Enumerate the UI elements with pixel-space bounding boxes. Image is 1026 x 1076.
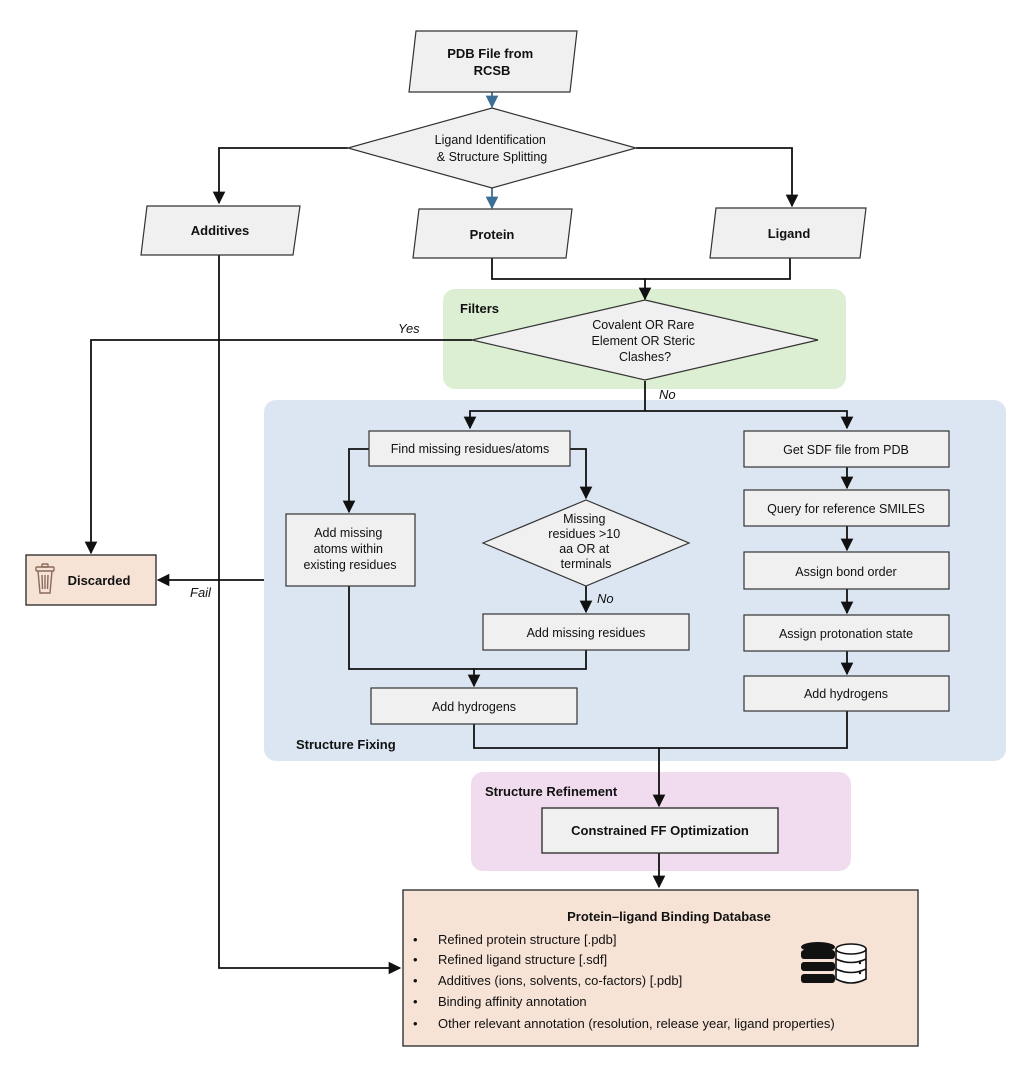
svg-text:Missing residues >10: Missing residues >10 aa OR at terminals [548,512,623,571]
assign-protonation-node: Assign protonation state [743,614,950,652]
database-bullet-2: • [413,952,418,967]
database-stack-solid [801,942,835,983]
missing-residues-diamond: Missing residues >10 aa OR at terminals [481,499,691,587]
ligand-identification-diamond: Ligand Identification & Structure Splitt… [345,107,639,189]
constrained-ff-label: Constrained FF Optimization [571,823,749,838]
assign-protonation-label: Assign protonation state [779,627,913,641]
edge-protein-hydrogens-down [473,724,659,749]
database-list: • Refined protein structure [.pdb] • Ref… [413,932,835,1031]
svg-text:Add missing atoms within: Add missing atoms within existing residu… [303,526,396,572]
edge-ligand-hydrogens-down [652,711,848,808]
structure-fixing-region-label: Structure Fixing [296,737,396,752]
database-item-5: Other relevant annotation (resolution, r… [438,1016,835,1031]
pdb-file-node: PDB File from RCSB [408,30,578,93]
edge-split-to-find-missing [463,410,645,430]
assign-bond-order-node: Assign bond order [743,551,950,590]
edge-label-fail: Fail [190,585,212,600]
ligand-node: Ligand [709,207,867,259]
pdb-file-line-2: RCSB [474,63,511,78]
edge-find-to-add-atoms [342,448,369,514]
filter-check-diamond: Covalent OR Rare Element OR Steric Clash… [471,299,819,381]
filter-check-line-1: Covalent OR Rare [592,318,694,332]
edge-identification-to-ligand [636,147,799,208]
add-hydrogens-ligand-node: Add hydrogens [743,675,950,712]
query-smiles-label: Query for reference SMILES [767,502,925,516]
database-bullet-1: • [413,932,418,947]
edge-add-atoms-down [348,586,474,670]
add-hydrogens-protein-label: Add hydrogens [432,700,516,714]
assign-bond-order-label: Assign bond order [795,565,896,579]
discarded-label: Discarded [68,573,131,588]
database-item-3: Additives (ions, solvents, co-factors) [… [438,973,682,988]
additives-label: Additives [191,223,250,238]
find-missing-node: Find missing residues/atoms [368,430,571,467]
add-atoms-line-2: atoms within [314,542,384,556]
edge-label-no-filters: No [659,387,676,402]
discarded-node: Discarded [25,554,157,606]
get-sdf-node: Get SDF file from PDB [743,430,950,468]
find-missing-label: Find missing residues/atoms [391,442,549,456]
add-missing-residues-label: Add missing residues [527,626,646,640]
protein-node: Protein [412,208,573,259]
add-atoms-line-1: Add missing [314,526,382,540]
edge-label-no-residues: No [597,591,614,606]
database-bullet-5: • [413,1016,418,1031]
database-title: Protein–ligand Binding Database [567,909,771,924]
identification-line-2: & Structure Splitting [437,150,548,164]
edge-protein-to-filters [491,258,645,280]
database-icon [801,942,867,984]
add-hydrogens-ligand-label: Add hydrogens [804,687,888,701]
svg-text:PDB File from RCSB: PDB File from RCSB [447,46,537,78]
database-bullet-3: • [413,973,418,988]
protein-label: Protein [470,227,515,242]
edge-find-to-residue-check [570,448,593,500]
edge-label-yes: Yes [398,321,420,336]
constrained-ff-node: Constrained FF Optimization [541,807,779,854]
residue-check-line-4: terminals [561,557,612,571]
edge-split-to-get-sdf [645,410,854,430]
database-item-1: Refined protein structure [.pdb] [438,932,617,947]
trash-icon [35,563,55,594]
query-smiles-node: Query for reference SMILES [743,489,950,527]
residue-check-line-1: Missing [563,512,605,526]
add-missing-atoms-node: Add missing atoms within existing residu… [285,513,416,587]
filter-check-line-2: Element OR Steric [592,334,696,348]
edge-identification-to-additives [212,147,348,205]
ligand-label: Ligand [768,226,811,241]
filter-check-line-3: Clashes? [619,350,671,364]
add-hydrogens-protein-node: Add hydrogens [370,687,578,725]
svg-text:Ligand Identification &: Ligand Identification & Structure Splitt… [435,133,550,164]
edge-add-residues-down [467,650,587,688]
database-bullet-4: • [413,994,418,1009]
filters-region-label: Filters [460,301,499,316]
database-stack-outline [835,943,867,984]
residue-check-line-2: residues >10 [548,527,620,541]
residue-check-line-3: aa OR at [559,542,610,556]
svg-text:Covalent OR Rare Element: Covalent OR Rare Element OR Steric Clash… [592,318,699,364]
connectors [84,92,854,975]
edge-additives-to-database [218,255,402,975]
structure-refinement-region-label: Structure Refinement [485,784,618,799]
identification-line-1: Ligand Identification [435,133,546,147]
database-item-2: Refined ligand structure [.sdf] [438,952,607,967]
database-panel: Protein–ligand Binding Database • Refine… [402,889,919,1047]
add-atoms-line-3: existing residues [303,558,396,572]
add-missing-residues-node: Add missing residues [482,613,690,651]
get-sdf-label: Get SDF file from PDB [783,443,909,457]
additives-node: Additives [140,205,301,256]
database-item-4: Binding affinity annotation [438,994,587,1009]
pdb-file-line-1: PDB File from [447,46,533,61]
edge-filters-yes-to-discarded [84,339,472,555]
edge-ligand-to-filters [638,258,791,301]
